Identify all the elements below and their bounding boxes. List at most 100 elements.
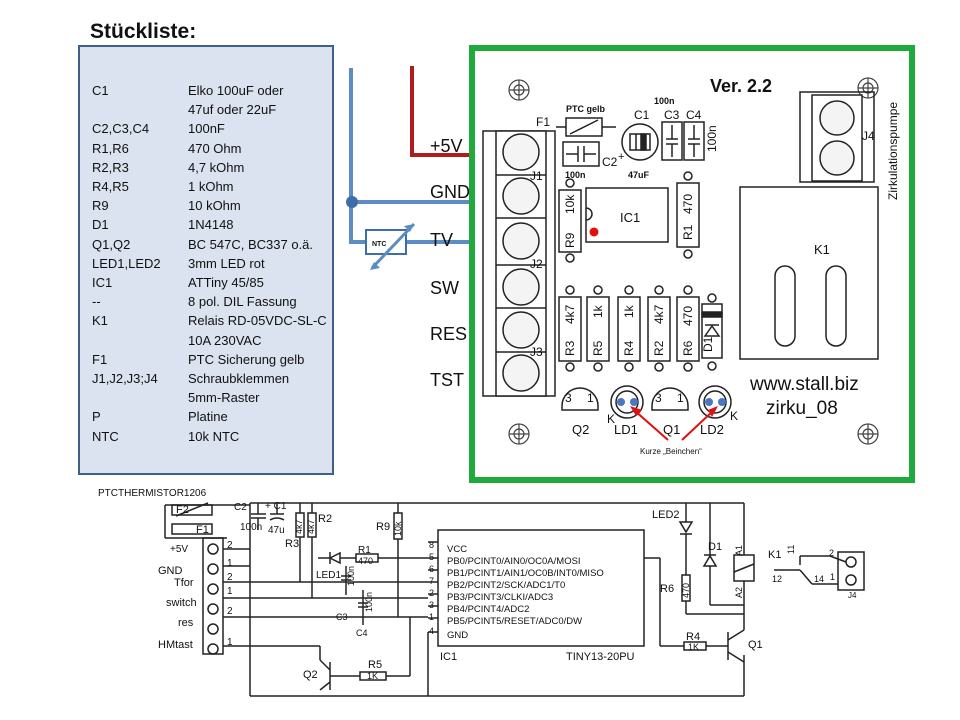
part-value: 4,7 kOhm: [188, 159, 245, 175]
sch-r2: R2: [318, 513, 332, 525]
part-value: 10A 230VAC: [188, 332, 262, 348]
label-gnd: GND: [430, 182, 470, 202]
r5-value: 1k: [591, 304, 605, 318]
ic1-socket: [585, 187, 669, 243]
part-designator: F1: [92, 351, 108, 367]
sch-conn-gnd: GND: [158, 565, 183, 577]
sch-j4-pin1: 1: [830, 572, 835, 582]
sch-f1: F1: [196, 524, 209, 536]
annotation-arrows: [630, 406, 718, 441]
sch-conn-res: res: [178, 617, 194, 629]
q2-pin1: 1: [587, 391, 594, 405]
ic-pin-name: PB0/PCINT0/AIN0/OC0A/MOSI: [447, 556, 581, 567]
part-value: Platine: [188, 409, 228, 425]
part-value: 5mm-Raster: [188, 390, 260, 406]
r4-value: 1k: [622, 304, 636, 318]
part-value: Schraubklemmen: [188, 371, 290, 387]
parts-list-row: D1 1N4148: [92, 215, 327, 234]
ld1-designator: LD1: [614, 422, 638, 437]
c2-designator: C2: [602, 155, 618, 169]
sch-c3: C3: [336, 612, 348, 622]
part-value: 1 kOhm: [188, 179, 234, 195]
sch-c2: C2: [234, 502, 247, 513]
sch-conn-pin-3: 2: [227, 572, 233, 583]
sch-q1: Q1: [748, 639, 763, 651]
k1-designator: K1: [814, 242, 830, 257]
sch-r4-value: 1K: [688, 642, 699, 652]
r9-designator: R9: [563, 232, 577, 248]
c3-designator: C3: [664, 108, 680, 122]
ld1-k-label: K: [607, 412, 615, 426]
q1-pin1: 1: [677, 391, 684, 405]
side-label: Zirkulationspumpe: [886, 102, 900, 200]
sch-r6-value: 470: [681, 583, 691, 598]
label-tst: TST: [430, 370, 464, 390]
c4-value: 100n: [705, 125, 719, 152]
sch-conn-pin-2: 1: [227, 558, 233, 569]
sch-c4-value: 100n: [364, 592, 374, 612]
q1-designator: Q1: [663, 422, 680, 437]
ic1-pin-names: VCC PB0/PCINT0/AIN0/OC0A/MOSI PB1/PCINT1…: [447, 544, 604, 641]
r2-designator: R2: [652, 340, 666, 356]
sch-r3: R3: [285, 538, 299, 550]
terminal-strip: [482, 130, 556, 397]
parts-list-row: 10A 230VAC: [92, 331, 327, 350]
parts-list-row: P Platine: [92, 407, 327, 426]
schematic: PTCTHERMISTOR1206 F2 F1 C2 100n + C1 47u…: [98, 488, 865, 697]
pcb-board: Ver. 2.2 Zirkulationspumpe J4 J1: [469, 45, 915, 483]
part-value: PTC Sicherung gelb: [188, 351, 305, 367]
sch-ic-part: TINY13-20PU: [566, 651, 635, 663]
r9-resistor: [558, 178, 582, 263]
ic-pin-num: 1: [429, 612, 434, 622]
ic-pin-num: 7: [429, 576, 434, 586]
sch-conn-5v: +5V: [170, 544, 188, 555]
svg-text:+: +: [618, 151, 624, 163]
sch-ptc-title: PTCTHERMISTOR1206: [98, 488, 207, 499]
sch-c2-value: 100n: [240, 522, 262, 533]
sch-c1: + C1: [265, 501, 287, 512]
part-designator: --: [92, 294, 101, 310]
label-sw: SW: [430, 278, 459, 298]
product-label: zirku_08: [766, 398, 838, 419]
part-designator: P: [92, 409, 101, 425]
c1-value: 47uF: [628, 170, 650, 180]
r6-designator: R6: [681, 340, 695, 356]
sch-ic1: IC1: [440, 651, 457, 663]
part-value: 1N4148: [188, 217, 234, 233]
sch-conn-pin-6: 1: [227, 637, 233, 648]
f1-designator: F1: [536, 115, 550, 129]
part-value: 47uf oder 22uF: [188, 102, 277, 118]
sch-c4: C4: [356, 628, 368, 638]
r2-value: 4k7: [652, 304, 666, 324]
sch-r9: R9: [376, 521, 390, 533]
part-designator: LED1,LED2: [92, 255, 161, 271]
part-designator: D1: [92, 217, 109, 233]
mounting-holes: [508, 77, 879, 445]
j2-designator: J2: [530, 257, 543, 271]
part-value: 10k NTC: [188, 428, 240, 444]
ic-pin-name: VCC: [447, 544, 467, 555]
ic-pin-name: PB2/PCINT2/SCK/ADC1/T0: [447, 580, 565, 591]
sch-conn-tfor: Tfor: [174, 577, 194, 589]
part-value: 100nF: [188, 121, 225, 137]
parts-list-row: F1 PTC Sicherung gelb: [92, 350, 327, 369]
sch-q2: Q2: [303, 669, 318, 681]
part-designator: NTC: [92, 428, 119, 444]
ld2-k-label: K: [730, 409, 738, 423]
sch-r5-value: 1K: [367, 671, 378, 681]
r1-value: 470: [681, 194, 695, 214]
sch-r4: R4: [686, 631, 700, 643]
j4-terminal: [799, 91, 875, 183]
sch-conn-hmtast: HMtast: [158, 639, 193, 651]
d1-designator: D1: [701, 336, 715, 352]
